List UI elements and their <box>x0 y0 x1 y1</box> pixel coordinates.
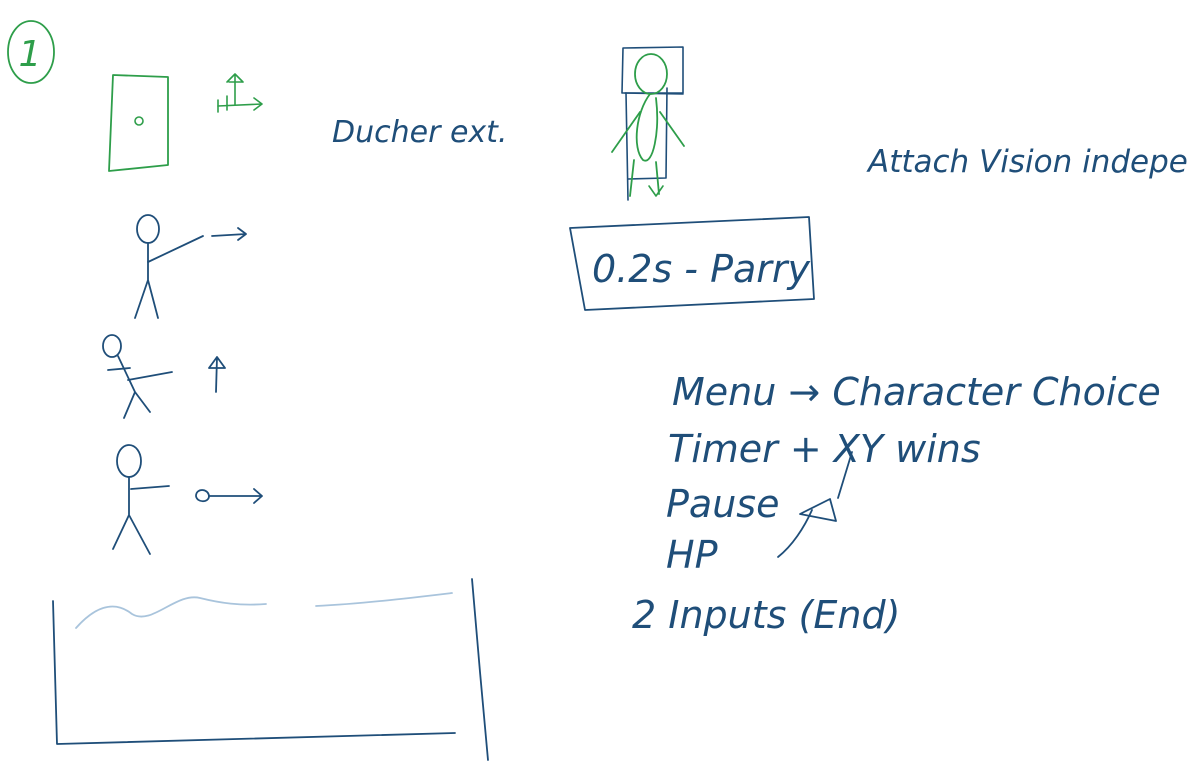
todo-menu: Menu → Character Choice <box>672 370 1161 414</box>
step-circle <box>7 20 55 84</box>
todo-pause: Pause <box>666 482 779 526</box>
attach-vision-note: Attach Vision independent <box>866 144 1187 180</box>
hp-arrow <box>777 509 813 558</box>
ground-line <box>315 592 453 607</box>
character-vision-sketch <box>611 46 685 201</box>
step-number: 1 <box>19 34 42 75</box>
step-marker: 1 <box>7 20 55 84</box>
hp-arrow-head <box>799 498 837 522</box>
todo-inputs: 2 Inputs (End) <box>632 593 900 637</box>
door-sketch <box>108 73 263 172</box>
stage-sketch <box>52 578 489 761</box>
todo-hp: HP <box>666 533 718 577</box>
wave-line <box>75 596 267 629</box>
todo-list: Menu → Character Choice Timer + XY wins … <box>632 370 1161 637</box>
duck-note: Ducher ext. <box>332 115 507 150</box>
todo-timer: Timer + XY wins <box>668 427 981 471</box>
wins-connector <box>837 451 853 499</box>
axis-ticks <box>217 95 228 113</box>
parry-box <box>569 216 815 311</box>
door-outline <box>108 74 169 172</box>
door-knob <box>134 116 144 126</box>
axis-arrow-right <box>217 97 263 111</box>
stick-figure-punch <box>134 214 247 319</box>
stick-figure-jump <box>102 334 226 419</box>
parry-note: 0.2s - Parry <box>592 247 811 291</box>
stick-figure-projectile <box>112 444 263 555</box>
axis-arrow-up <box>226 73 244 106</box>
